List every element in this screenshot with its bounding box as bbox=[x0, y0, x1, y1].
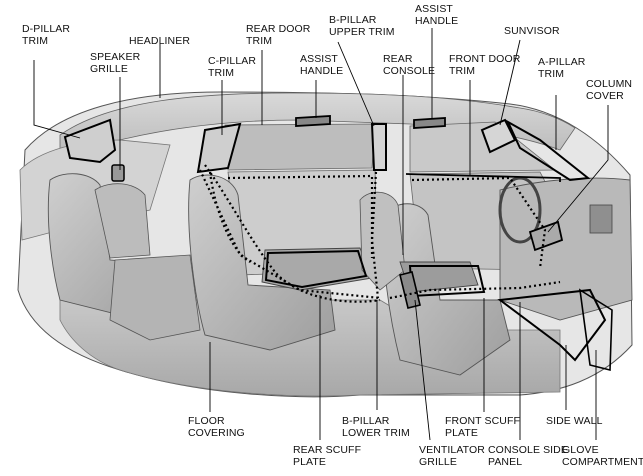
rear-door-glass bbox=[224, 123, 376, 171]
c-pillar-lower-outline bbox=[208, 171, 251, 263]
second-row-seat bbox=[188, 174, 336, 351]
sunvisor-part bbox=[480, 118, 517, 154]
label-floor-covering: FLOOR COVERING bbox=[188, 415, 245, 439]
assist-handle-rear-part bbox=[295, 115, 331, 127]
label-sunvisor: SUNVISOR bbox=[504, 25, 560, 37]
label-assist-handle-front: ASSIST HANDLE bbox=[415, 3, 459, 27]
leader-lines bbox=[33, 28, 609, 441]
column-cover-part bbox=[528, 220, 564, 252]
label-glove-compartment: GLOVE COMPARTMENT bbox=[562, 444, 643, 468]
front-door-trim-part bbox=[405, 173, 561, 182]
label-a-pillar-trim: A-PILLAR TRIM bbox=[538, 56, 586, 80]
label-front-door-trim: FRONT DOOR TRIM bbox=[449, 53, 521, 77]
label-assist-handle-rear: ASSIST HANDLE bbox=[300, 53, 344, 77]
b-pillar-upper-trim-part bbox=[370, 123, 387, 171]
side-wall-part bbox=[578, 288, 613, 372]
label-ventilator-grille: VENTILATOR GRILLE bbox=[419, 444, 485, 468]
label-d-pillar-trim: D-PILLAR TRIM bbox=[22, 23, 71, 47]
front-scuff-plate-outline bbox=[389, 280, 561, 300]
d-pillar-trim-part bbox=[63, 118, 117, 164]
glove-compartment-part bbox=[497, 288, 607, 362]
b-pillar-lower-trim-outline bbox=[370, 171, 380, 299]
c-pillar-trim-part bbox=[196, 122, 242, 174]
label-b-pillar-upper-trim: B-PILLAR UPPER TRIM bbox=[329, 14, 395, 38]
label-column-cover: COLUMN COVER bbox=[586, 78, 633, 102]
label-rear-console: REAR CONSOLE bbox=[383, 53, 436, 77]
rear-console-part bbox=[264, 249, 368, 289]
steering-wheel bbox=[498, 176, 542, 244]
label-rear-scuff-plate: REAR SCUFF PLATE bbox=[293, 444, 362, 468]
assist-handle-front-part bbox=[413, 117, 446, 129]
second-row-seat-rear bbox=[109, 254, 201, 341]
display-screen bbox=[589, 204, 613, 234]
label-console-side-panel: CONSOLE SIDE PANEL bbox=[488, 444, 568, 468]
front-driver-seat bbox=[359, 191, 406, 291]
label-speaker-grille: SPEAKER GRILLE bbox=[90, 51, 141, 75]
label-b-pillar-lower-trim: B-PILLAR LOWER TRIM bbox=[342, 415, 410, 439]
third-row-seat-2 bbox=[94, 183, 151, 259]
label-c-pillar-trim: C-PILLAR TRIM bbox=[208, 55, 257, 79]
label-rear-door-trim: REAR DOOR TRIM bbox=[246, 23, 311, 47]
label-front-scuff-plate: FRONT SCUFF PLATE bbox=[445, 415, 520, 439]
speaker-grille-part bbox=[111, 164, 125, 182]
ventilator-grille-part bbox=[399, 271, 421, 309]
label-side-wall: SIDE WALL bbox=[546, 415, 603, 427]
headliner-area bbox=[59, 92, 576, 151]
a-pillar-trim-part bbox=[505, 119, 591, 182]
label-headliner: HEADLINER bbox=[129, 35, 190, 47]
